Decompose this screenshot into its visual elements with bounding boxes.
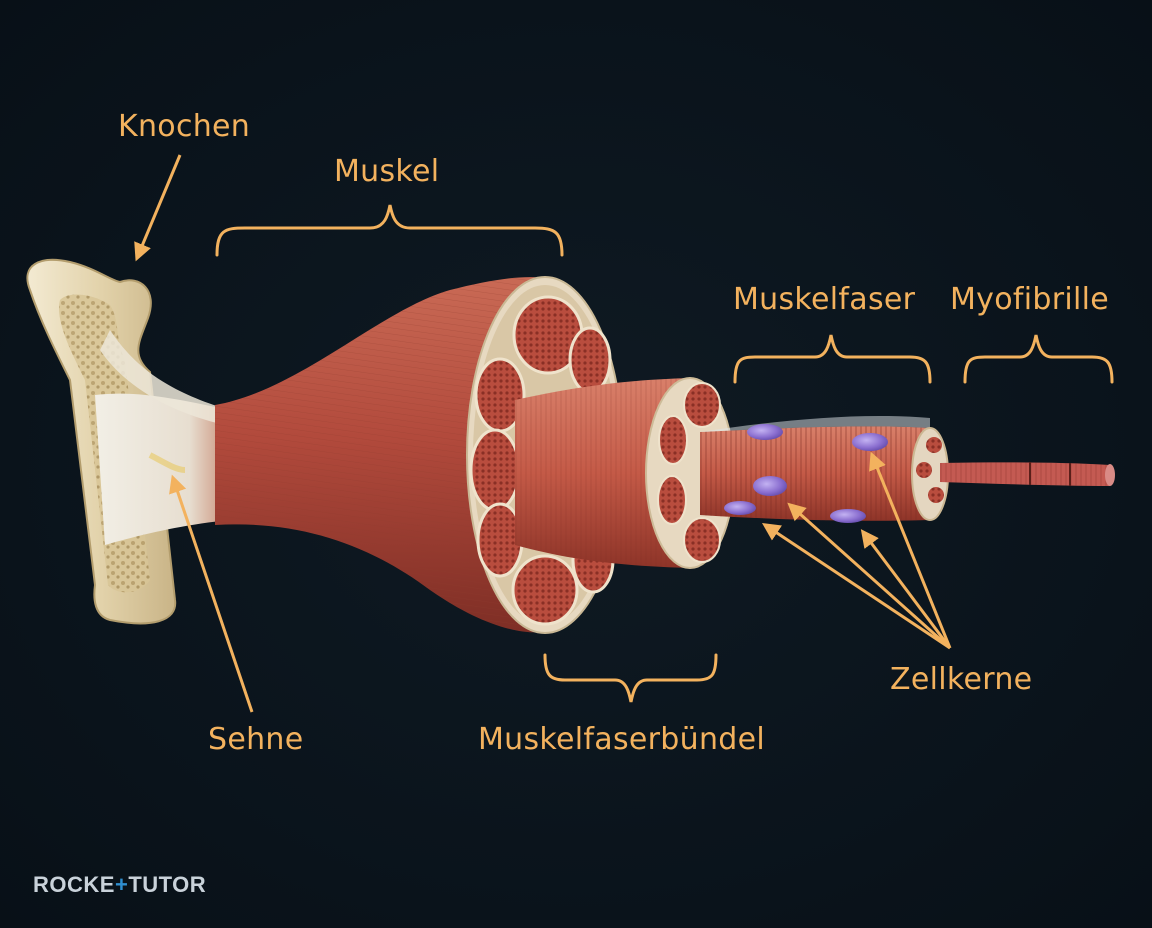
myofibril-illustration: [940, 462, 1115, 486]
label-sehne: Sehne: [208, 722, 304, 757]
zellkerne-arrow: [762, 523, 951, 650]
myofibrille-brace: [963, 334, 1114, 384]
cell-nucleus: [747, 424, 783, 440]
muskel-brace: [215, 204, 564, 257]
muskelfaser-brace: [733, 334, 932, 384]
cell-nucleus: [852, 433, 888, 451]
zellkerne-arrow: [869, 451, 952, 649]
zellkerne-arrow: [787, 502, 951, 650]
fascicle-illustration: [515, 377, 735, 569]
label-muskelfaserbundel: Muskelfaserbündel: [478, 722, 765, 757]
sehne-arrow: [169, 474, 254, 713]
label-zellkerne: Zellkerne: [890, 662, 1033, 697]
zellkerne-arrow: [860, 529, 952, 649]
knochen-arrow: [134, 154, 182, 262]
label-myofibrille: Myofibrille: [950, 282, 1110, 317]
rocketutor-logo: ROCKE+TUTOR: [33, 872, 206, 898]
logo-text-right: TUTOR: [128, 872, 207, 897]
label-knochen: Knochen: [118, 109, 251, 144]
tendon-illustration: [95, 330, 230, 545]
muscle-fiber-illustration: [700, 415, 949, 523]
label-muskelfaser: Muskelfaser: [733, 282, 916, 317]
logo-text-left: ROCKE: [33, 872, 115, 897]
cell-nucleus: [830, 509, 866, 523]
cell-nucleus: [753, 476, 787, 496]
cell-nucleus: [724, 501, 756, 515]
label-muskel: Muskel: [334, 154, 440, 189]
muskelfaserbundel-brace: [543, 653, 718, 703]
logo-plus-icon: +: [114, 872, 129, 897]
